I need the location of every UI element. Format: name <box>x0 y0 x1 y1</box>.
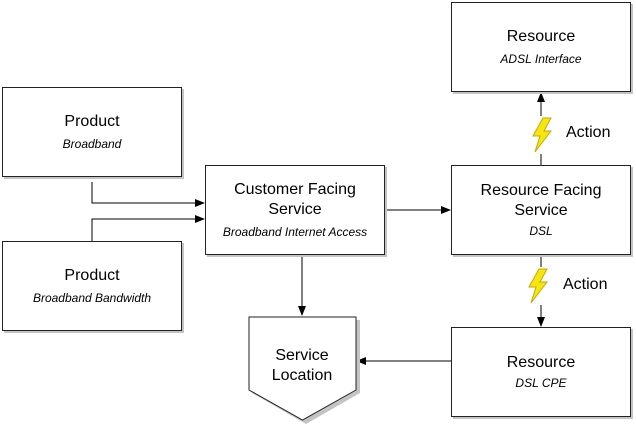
node-title: Resource <box>506 354 576 371</box>
resource-facing-service-box: Resource Facing Service DSL <box>451 165 631 255</box>
node-title-line: Resource Facing <box>480 182 602 199</box>
lightning-bolt-icon <box>529 116 553 154</box>
node-title-line: Customer Facing <box>234 181 356 198</box>
node-title: Resource <box>506 28 576 45</box>
node-subtitle: Broadband Internet Access <box>222 225 368 239</box>
product-bandwidth-box: Product Broadband Bandwidth <box>2 241 182 331</box>
node-subtitle: DSL <box>529 224 553 238</box>
product-broadband-box: Product Broadband <box>2 87 182 177</box>
location-title-line: Service <box>275 347 329 364</box>
service-location-shape: Service Location <box>248 316 360 424</box>
connector-product-broadband-to-cfs <box>91 182 205 207</box>
node-subtitle: Broadband <box>62 137 122 151</box>
customer-facing-service-box: Customer Facing Service Broadband Intern… <box>205 165 385 255</box>
resource-adsl-interface-box: Resource ADSL Interface <box>451 2 631 92</box>
node-subtitle: DSL CPE <box>515 376 567 390</box>
node-subtitle: ADSL Interface <box>500 52 582 66</box>
node-title: Product <box>64 267 120 284</box>
node-title: Product <box>64 113 120 130</box>
node-title-line: Service <box>514 202 568 219</box>
lightning-bolt-icon <box>525 267 549 305</box>
action-label-bottom: Action <box>563 276 608 293</box>
pentagon-shape <box>248 316 360 424</box>
location-title-line: Location <box>271 367 333 384</box>
action-label-top: Action <box>566 124 611 141</box>
resource-dsl-cpe-box: Resource DSL CPE <box>451 327 631 417</box>
node-title-line: Service <box>268 201 322 218</box>
node-subtitle: Broadband Bandwidth <box>32 291 152 305</box>
connector-product-bandwidth-to-cfs <box>91 215 205 241</box>
